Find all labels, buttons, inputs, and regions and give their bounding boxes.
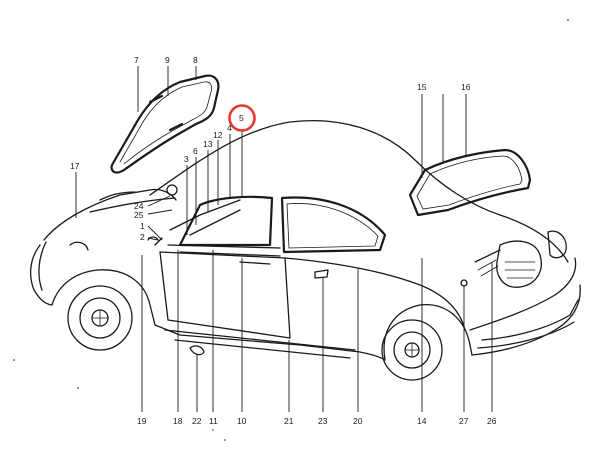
- callout-label: 21: [284, 416, 294, 426]
- scan-specks: [13, 19, 569, 441]
- callout-labels: 7 9 8 5 15 16 12 4 13 6 3 17 24 25 1 2 1…: [70, 55, 497, 426]
- callout-label: 4: [227, 123, 232, 133]
- callout-label: 6: [193, 146, 198, 156]
- callout-label: 25: [134, 210, 144, 220]
- callout-label: 17: [70, 161, 80, 171]
- callout-label: 13: [203, 139, 213, 149]
- callout-label: 27: [459, 416, 469, 426]
- callout-label: 1: [140, 221, 145, 231]
- leader-lines: [75, 66, 493, 412]
- highlight-ring: [228, 104, 256, 132]
- callout-label: 2: [140, 232, 145, 242]
- callout-label: 10: [237, 416, 247, 426]
- callout-label: 14: [417, 416, 427, 426]
- callout-label-highlighted: 5: [239, 113, 244, 123]
- callout-label: 22: [192, 416, 202, 426]
- callout-label: 7: [134, 55, 139, 65]
- callout-label: 8: [193, 55, 198, 65]
- callout-label: 18: [173, 416, 183, 426]
- callout-label: 15: [417, 82, 427, 92]
- callout-label: 16: [461, 82, 471, 92]
- callout-label: 11: [209, 416, 218, 426]
- callout-label: 12: [213, 130, 223, 140]
- callout-label: 3: [184, 154, 189, 164]
- callout-label: 9: [165, 55, 170, 65]
- callout-label: 20: [353, 416, 363, 426]
- callout-label: 23: [318, 416, 328, 426]
- callout-label: 24: [134, 201, 144, 211]
- car-body: [29, 119, 581, 381]
- windshield-glass: [110, 74, 220, 174]
- callout-label: 26: [487, 416, 497, 426]
- callout-label: 19: [137, 416, 147, 426]
